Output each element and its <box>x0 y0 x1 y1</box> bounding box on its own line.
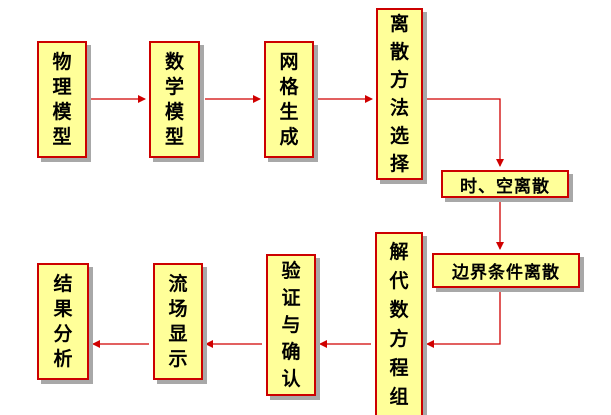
node-validation-label: 验证与确认 <box>281 259 301 390</box>
node-boundary-discretization-label: 边界条件离散 <box>452 263 560 283</box>
arrow-method-to-timespace <box>427 98 504 167</box>
node-result-analysis-label: 结果分析 <box>53 272 73 370</box>
node-time-space-discretization: 时、空离散 <box>441 170 569 198</box>
node-math-model: 数学模型 <box>149 41 200 158</box>
node-time-space-discretization-label: 时、空离散 <box>460 176 550 197</box>
node-solve-equations-label: 解代数方程组 <box>389 240 409 408</box>
node-math-model-label: 数学模型 <box>165 50 185 148</box>
node-flow-display: 流场显示 <box>153 263 203 380</box>
node-validation: 验证与确认 <box>266 254 316 396</box>
node-discretization-method: 离散方法选择 <box>376 8 423 180</box>
node-physical-model-label: 物理模型 <box>52 50 72 148</box>
arrow-boundary-to-solve <box>426 288 501 348</box>
node-boundary-discretization: 边界条件离散 <box>432 253 580 288</box>
node-result-analysis: 结果分析 <box>37 263 89 380</box>
node-mesh-generation: 网格生成 <box>264 41 314 158</box>
node-discretization-method-label: 离散方法选择 <box>390 13 410 175</box>
node-physical-model: 物理模型 <box>37 41 87 158</box>
node-flow-display-label: 流场显示 <box>168 272 188 370</box>
node-solve-equations: 解代数方程组 <box>375 232 423 415</box>
node-mesh-generation-label: 网格生成 <box>279 50 299 148</box>
